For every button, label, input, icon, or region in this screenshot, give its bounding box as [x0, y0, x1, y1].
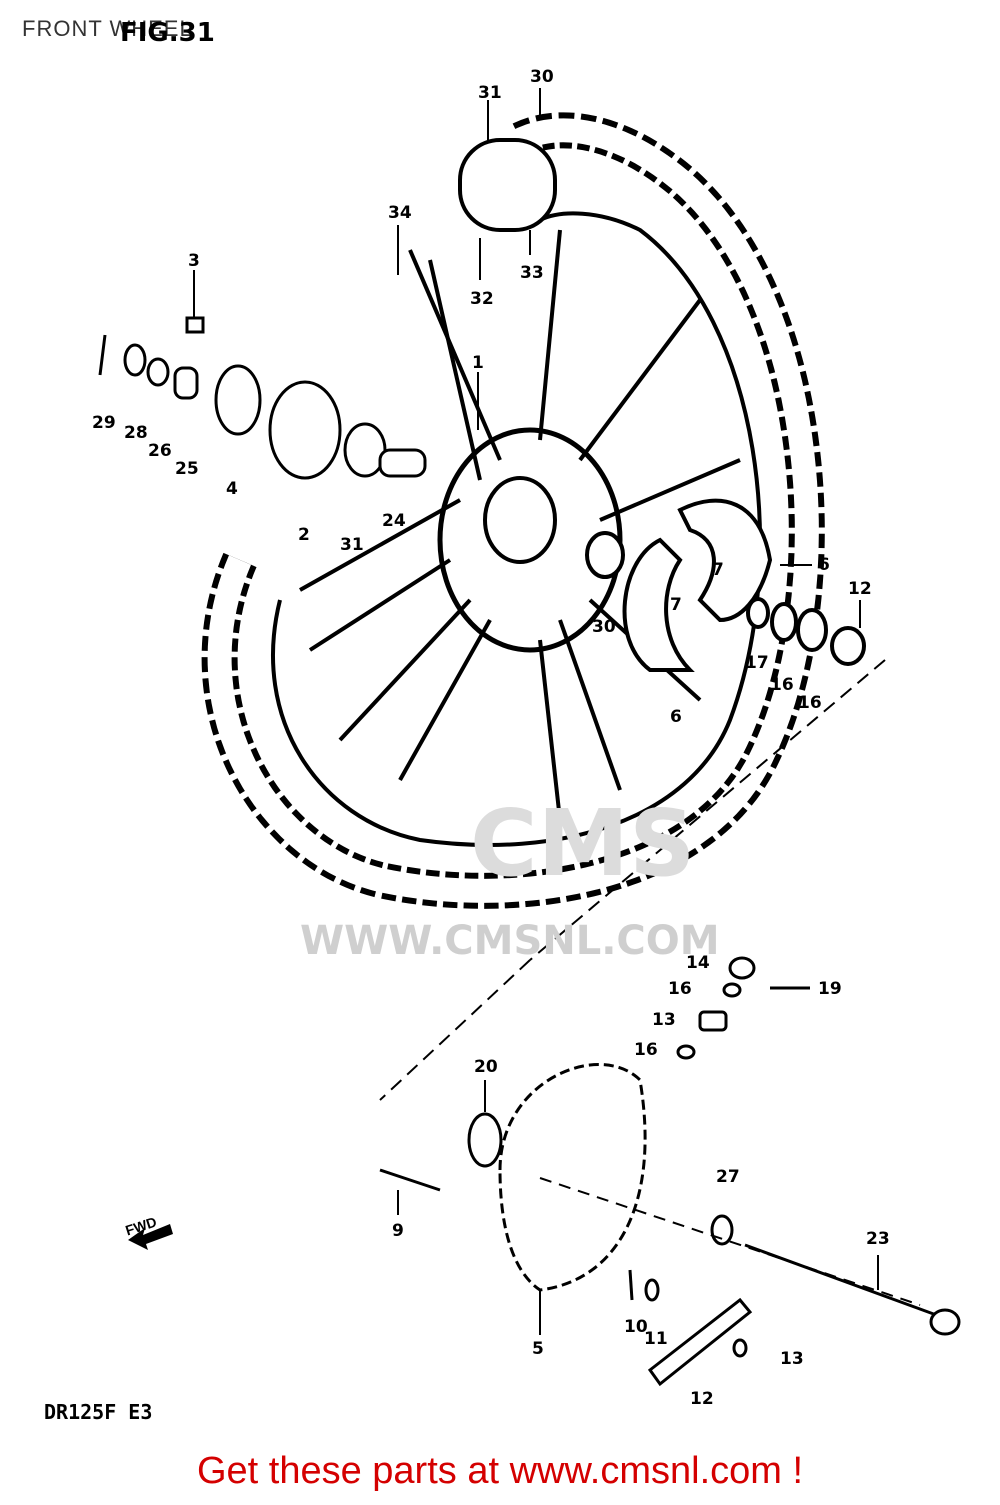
callout-16b: 16 — [634, 1040, 658, 1060]
callout-19: 17 — [745, 653, 769, 673]
fwd-arrow-icon — [128, 1224, 173, 1250]
model-label: DR125F E3 — [44, 1400, 153, 1424]
cam-parts — [676, 956, 810, 1060]
callout-1: 1 — [472, 353, 484, 373]
callout-27: 29 — [92, 413, 116, 433]
callout-7b: 7 — [670, 595, 682, 615]
callout-21: 20 — [474, 1057, 498, 1077]
callout-7a: 7 — [712, 560, 724, 580]
hub-center — [483, 476, 557, 564]
callout-6a: 6 — [818, 555, 830, 575]
callout-5: 5 — [532, 1339, 544, 1359]
watermark-url: WWW.CMSNL.COM — [300, 918, 720, 964]
callout-26: 28 — [124, 423, 148, 443]
callout-12: 13 — [780, 1349, 804, 1369]
callout-24: 25 — [175, 459, 199, 479]
callout-28: 30 — [592, 617, 616, 637]
callout-14: 13 — [652, 1010, 676, 1030]
callout-32: 32 — [470, 289, 494, 309]
callout-15: 14 — [686, 953, 710, 973]
callout-30: 30 — [530, 67, 554, 87]
rim — [270, 211, 762, 847]
callout-4: 4 — [226, 479, 238, 499]
callout-2: 2 — [298, 525, 310, 545]
callout-9: 10 — [624, 1317, 648, 1337]
callout-20: 19 — [818, 979, 842, 999]
figure-label: FIG.31 — [120, 18, 215, 48]
cta-link[interactable]: Get these parts at www.cmsnl.com ! — [196, 1450, 804, 1492]
callout-8: 9 — [392, 1221, 404, 1241]
callout-11: 12 — [690, 1389, 714, 1409]
tube — [458, 138, 557, 232]
callout-18: 16 — [770, 675, 794, 695]
callout-6b: 6 — [670, 707, 682, 727]
leader-lines — [193, 88, 921, 1335]
brake-panel — [379, 1063, 961, 1387]
callout-25b: 27 — [716, 1167, 740, 1187]
page-title: FRONT WHEEL — [22, 16, 193, 41]
callout-34: 34 — [388, 203, 412, 223]
callout-16a: 16 — [668, 979, 692, 999]
watermark-logo: CMS — [470, 790, 696, 897]
spokes — [299, 229, 741, 821]
callout-3: 3 — [188, 251, 200, 271]
callout-33: 33 — [520, 263, 544, 283]
brake-parts — [585, 498, 866, 672]
callout-25a: 26 — [148, 441, 172, 461]
callout-23: 24 — [382, 511, 406, 531]
callout-31: 31 — [478, 83, 502, 103]
callout-10: 11 — [644, 1329, 668, 1349]
callout-29: 31 — [340, 535, 364, 555]
callout-13: 12 — [848, 579, 872, 599]
callout-labels: 30 31 34 3 32 33 1 29 28 26 25 4 2 31 24… — [92, 67, 890, 1409]
callout-17: 16 — [798, 693, 822, 713]
callout-22: 23 — [866, 1229, 890, 1249]
left-parts — [98, 316, 427, 480]
